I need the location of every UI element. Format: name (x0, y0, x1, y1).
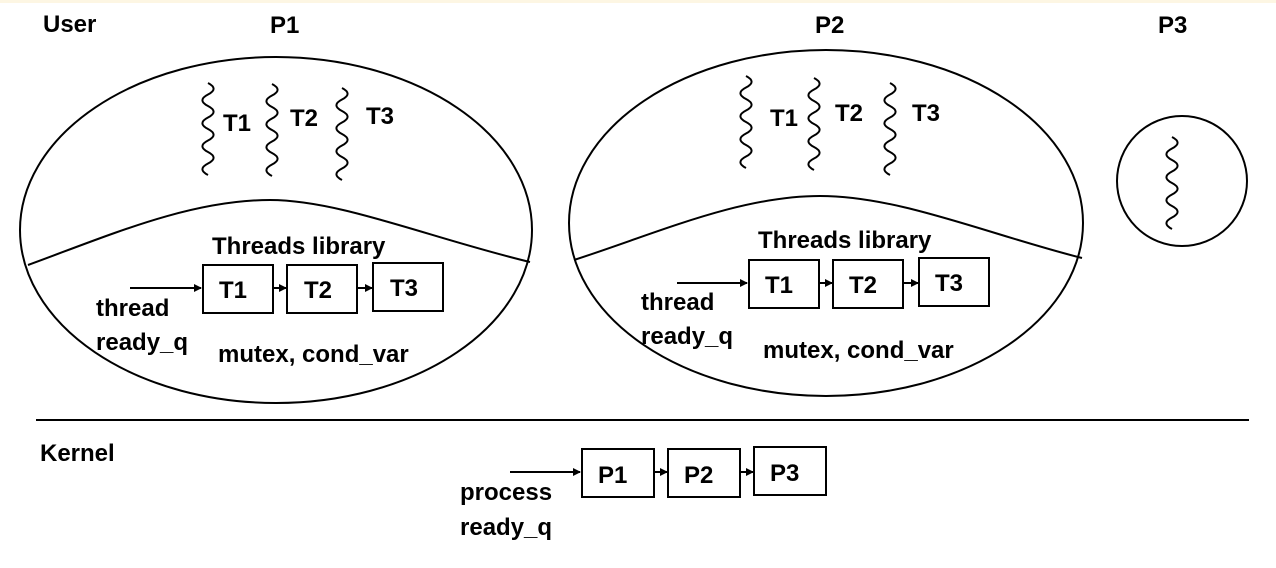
process-ready-queue-label-line1: process (460, 479, 552, 506)
thread-icon-p3 (1165, 136, 1179, 230)
process-p1: T1 T2 T3 Threads library T1 T2 T3 thread… (19, 56, 533, 404)
queue-node-label-p2-t2: T2 (849, 272, 877, 299)
thread-icon-p1-t2 (265, 83, 279, 177)
kernel-queue-label-p3: P3 (770, 460, 799, 487)
queue-node-label-p1-t2: T2 (304, 277, 332, 304)
threads-library-label-p2: Threads library (758, 227, 932, 254)
queue-node-p1-t3 (372, 262, 444, 312)
kernel-queue-node-p3 (753, 446, 827, 496)
queue-node-label-p2-t3: T3 (935, 270, 963, 297)
queue-node-p2-t3 (918, 257, 990, 307)
process-p2-boundary (568, 49, 1084, 397)
sync-primitives-label-p1: mutex, cond_var (218, 341, 409, 368)
process-p1-boundary (19, 56, 533, 404)
process-p2: T1 T2 T3 Threads library T1 T2 T3 thread… (568, 49, 1084, 397)
thread-icon-p2-t1 (739, 75, 753, 169)
user-region-label: User (43, 11, 96, 38)
thread-ready-queue-label-line2-p1: ready_q (96, 329, 188, 356)
queue-node-label-p2-t1: T1 (765, 272, 793, 299)
process-p3 (1116, 115, 1248, 247)
thread-icon-p2-t2 (807, 77, 821, 171)
thread-label-p1-t2: T2 (290, 105, 318, 132)
top-band (0, 0, 1276, 3)
thread-icon-p2-t3 (883, 82, 897, 176)
thread-ready-queue-label-line2-p2: ready_q (641, 323, 733, 350)
thread-label-p2-t1: T1 (770, 105, 798, 132)
thread-label-p2-t2: T2 (835, 100, 863, 127)
threads-library-label-p1: Threads library (212, 233, 386, 260)
kernel-region-label: Kernel (40, 440, 115, 467)
sync-primitives-label-p2: mutex, cond_var (763, 337, 954, 364)
library-divider-p2 (573, 194, 1083, 261)
process-p3-boundary (1116, 115, 1248, 247)
process-title-p3: P3 (1158, 12, 1187, 39)
process-title-p2: P2 (815, 12, 844, 39)
library-divider-p1 (27, 198, 531, 266)
queue-node-label-p1-t1: T1 (219, 277, 247, 304)
thread-ready-queue-label-line1-p2: thread (641, 289, 714, 316)
queue-node-label-p1-t3: T3 (390, 275, 418, 302)
thread-label-p1-t3: T3 (366, 103, 394, 130)
kernel-queue-label-p1: P1 (598, 462, 627, 489)
kernel-process-ready-queue: P1 P2 P3 process ready_q (460, 446, 827, 541)
process-ready-queue-label-line2: ready_q (460, 514, 552, 541)
thread-label-p1-t1: T1 (223, 110, 251, 137)
thread-ready-queue-label-line1-p1: thread (96, 295, 169, 322)
thread-label-p2-t3: T3 (912, 100, 940, 127)
thread-icon-p1-t3 (335, 87, 349, 181)
kernel-queue-label-p2: P2 (684, 462, 713, 489)
thread-icon-p1-t1 (201, 82, 215, 176)
process-title-p1: P1 (270, 12, 299, 39)
